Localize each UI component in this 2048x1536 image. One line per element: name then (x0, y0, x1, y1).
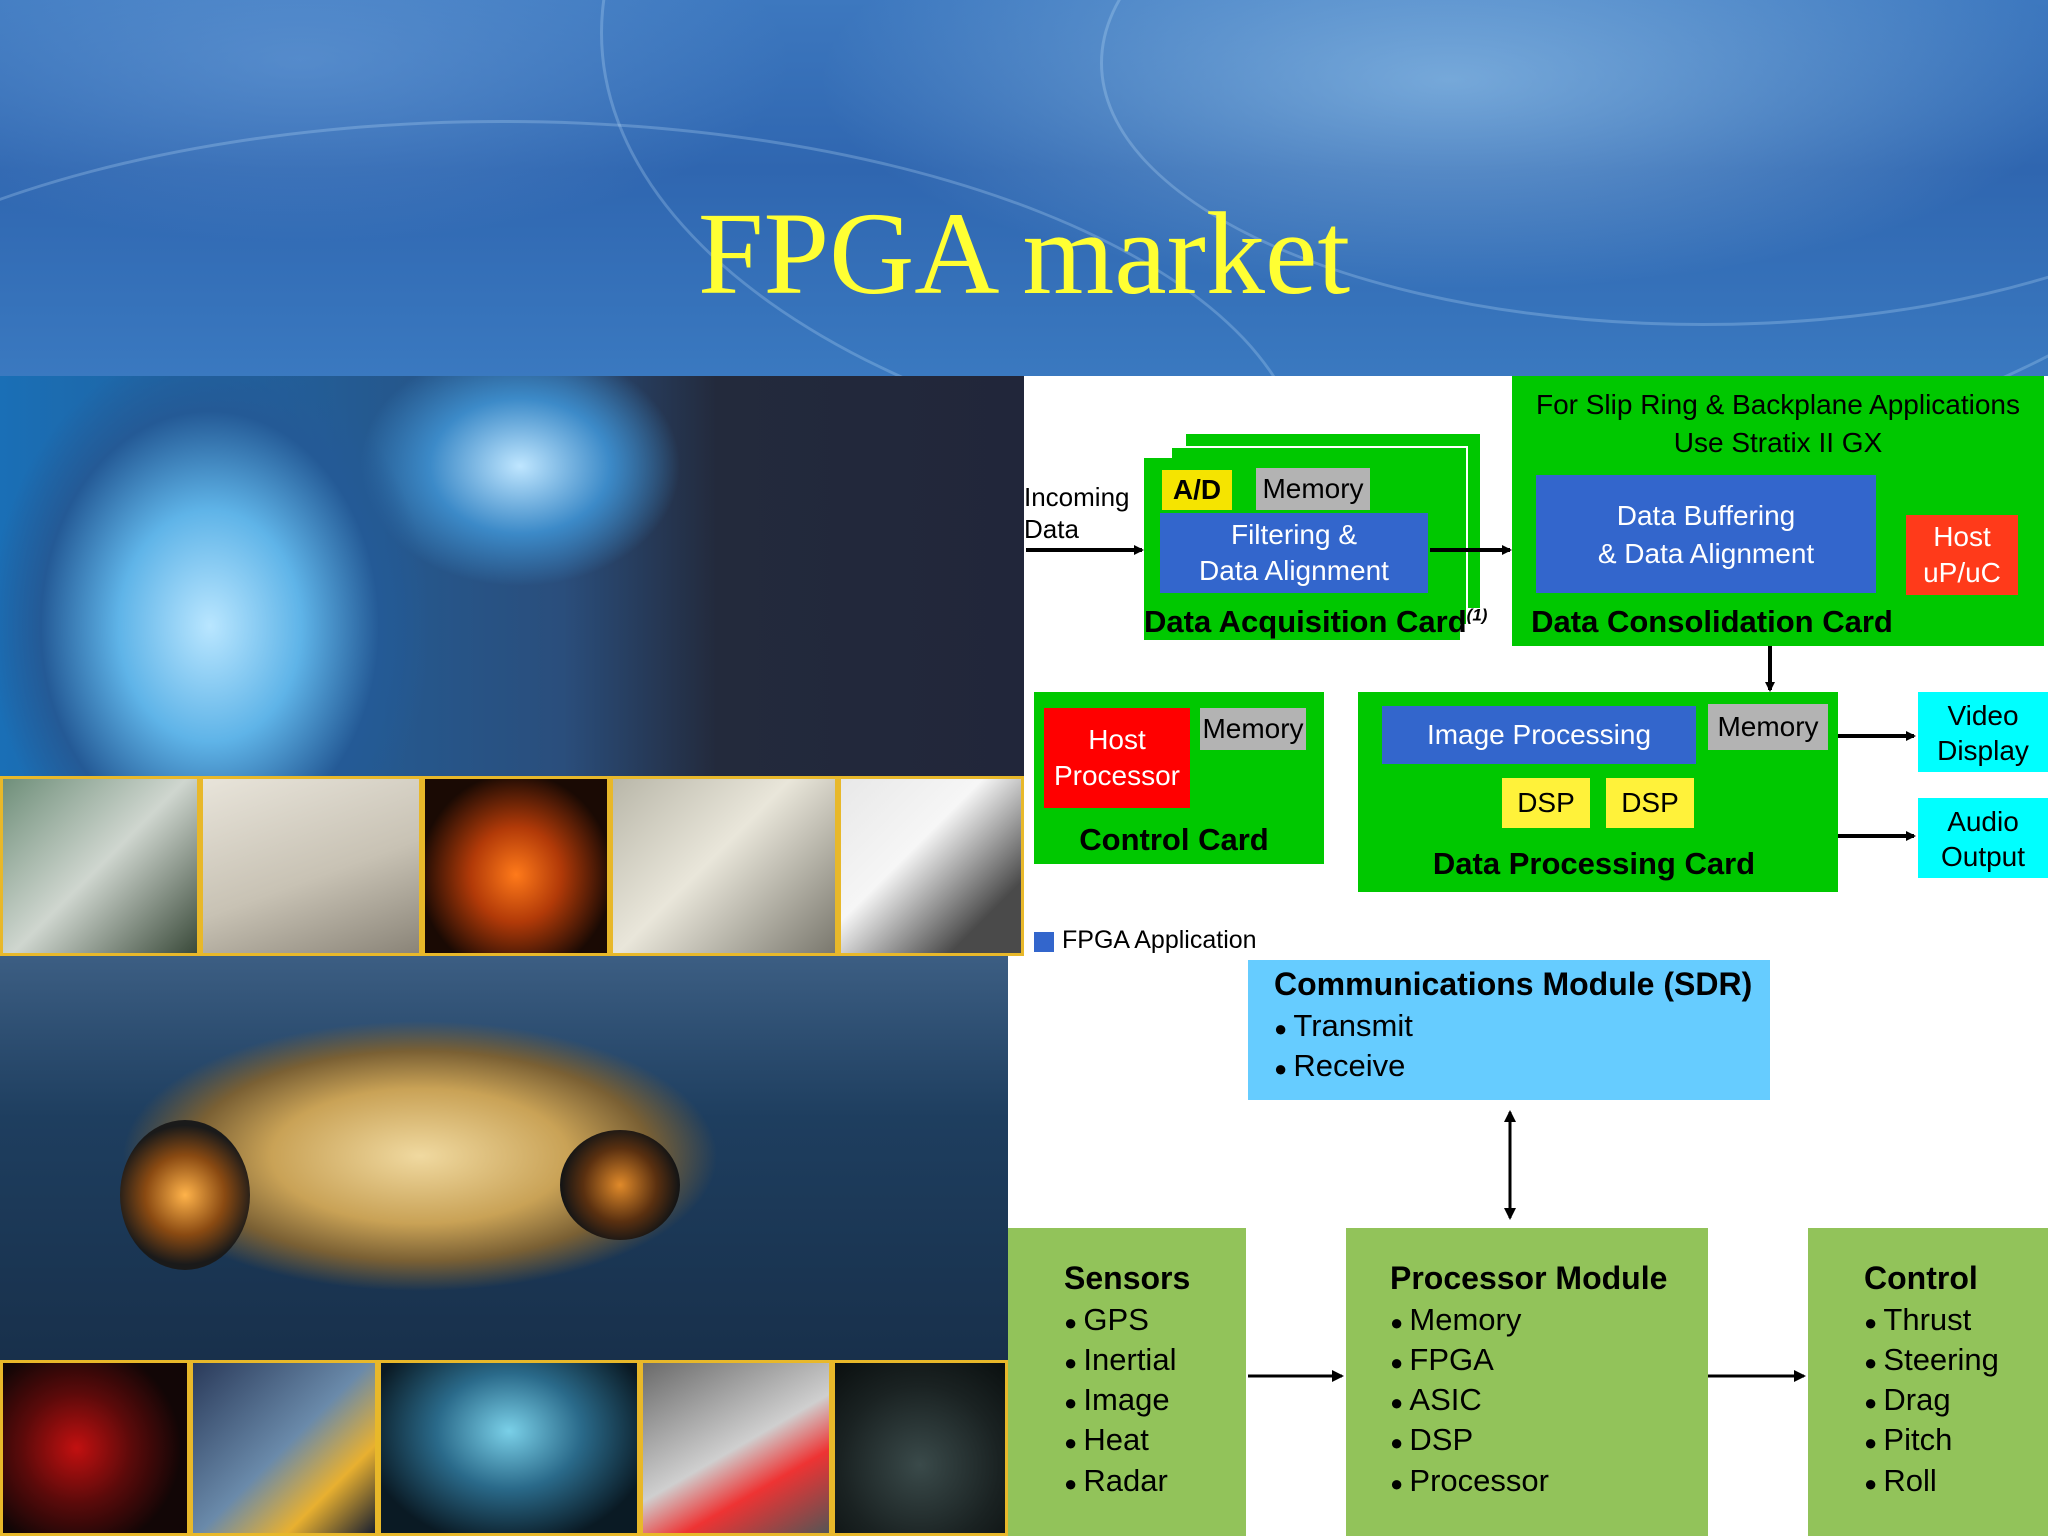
image-processing-block: Image Processing (1382, 706, 1696, 764)
communications-module: Communications Module (SDR) Transmit Rec… (1248, 960, 1770, 1100)
list-item: Image (1064, 1380, 1246, 1420)
xray-photo (0, 376, 1024, 776)
control-list: Thrust Steering Drag Pitch Roll (1864, 1300, 2048, 1501)
dsp-block-1: DSP (1502, 778, 1590, 828)
sensors-list: GPS Inertial Image Heat Radar (1064, 1300, 1246, 1501)
list-item: Transmit (1274, 1006, 1770, 1046)
processor-list: Memory FPGA ASIC DSP Processor (1390, 1300, 1708, 1501)
medical-thumb-2 (200, 776, 422, 956)
video-display-block: Video Display (1918, 692, 2048, 772)
car-wheel (120, 1120, 250, 1270)
data-buffering-block: Data Buffering & Data Alignment (1536, 475, 1876, 593)
car-gauge-thumb (0, 1360, 190, 1536)
control-title: Control (1864, 1260, 1978, 1296)
list-item: Pitch (1864, 1420, 2048, 1460)
processor-module: Processor Module Memory FPGA ASIC DSP Pr… (1346, 1228, 1708, 1536)
data-consolidation-label: Data Consolidation Card (1531, 604, 1893, 639)
footnote-marker: (1) (1466, 605, 1488, 625)
device-thumb (838, 776, 1024, 956)
list-item: Memory (1390, 1300, 1708, 1340)
communications-list: Transmit Receive (1274, 1006, 1770, 1087)
data-processing-label: Data Processing Card (1432, 846, 1756, 881)
incoming-data-label: Incoming Data (1024, 482, 1130, 544)
car-dashboard-thumb (378, 1360, 640, 1536)
slip-ring-note: For Slip Ring & Backplane Applications U… (1535, 389, 2021, 458)
control-module: Control Thrust Steering Drag Pitch Roll (1808, 1228, 2048, 1536)
acquisition-memory-block: Memory (1256, 468, 1370, 510)
list-item: Drag (1864, 1380, 2048, 1420)
medical-thumb-1 (0, 776, 200, 956)
audio-output-block: Audio Output (1918, 798, 2048, 878)
host-processor-block: Host Processor (1044, 708, 1190, 808)
dsp-block-2: DSP (1606, 778, 1694, 828)
list-item: Roll (1864, 1461, 2048, 1501)
list-item: Processor (1390, 1461, 1708, 1501)
car-wheel (560, 1130, 680, 1240)
list-item: Radar (1064, 1461, 1246, 1501)
list-item: Receive (1274, 1046, 1770, 1086)
list-item: Heat (1064, 1420, 1246, 1460)
processing-memory-block: Memory (1708, 704, 1828, 750)
slide-header (0, 0, 2048, 376)
list-item: ASIC (1390, 1380, 1708, 1420)
list-item: Steering (1864, 1340, 2048, 1380)
sensors-title: Sensors (1064, 1260, 1191, 1296)
host-uc-block: Host uP/uC (1906, 515, 2018, 595)
data-acquisition-label: Data Acquisition Card(1) (1144, 602, 1487, 642)
car-parking-thumb (640, 1360, 832, 1536)
processor-title: Processor Module (1390, 1260, 1668, 1296)
filtering-block: Filtering & Data Alignment (1160, 513, 1428, 593)
control-memory-block: Memory (1200, 708, 1306, 750)
control-card-label: Control Card (1079, 822, 1269, 857)
car-cluster-thumb (832, 1360, 1008, 1536)
sensors-module: Sensors GPS Inertial Image Heat Radar (1008, 1228, 1246, 1536)
communications-title: Communications Module (SDR) (1274, 966, 1753, 1002)
car-navigation-thumb (190, 1360, 378, 1536)
list-item: Inertial (1064, 1340, 1246, 1380)
monitor-thumb (610, 776, 838, 956)
list-item: FPGA (1390, 1340, 1708, 1380)
ultrasound-thumb (422, 776, 610, 956)
ad-block: A/D (1162, 470, 1232, 510)
legend-swatch (1034, 932, 1054, 952)
list-item: Thrust (1864, 1300, 2048, 1340)
data-acquisition-label-text: Data Acquisition Card (1144, 604, 1467, 639)
slide-title: FPGA market (697, 188, 1351, 319)
list-item: DSP (1390, 1420, 1708, 1460)
list-item: GPS (1064, 1300, 1246, 1340)
legend-label: FPGA Application (1062, 926, 1257, 954)
